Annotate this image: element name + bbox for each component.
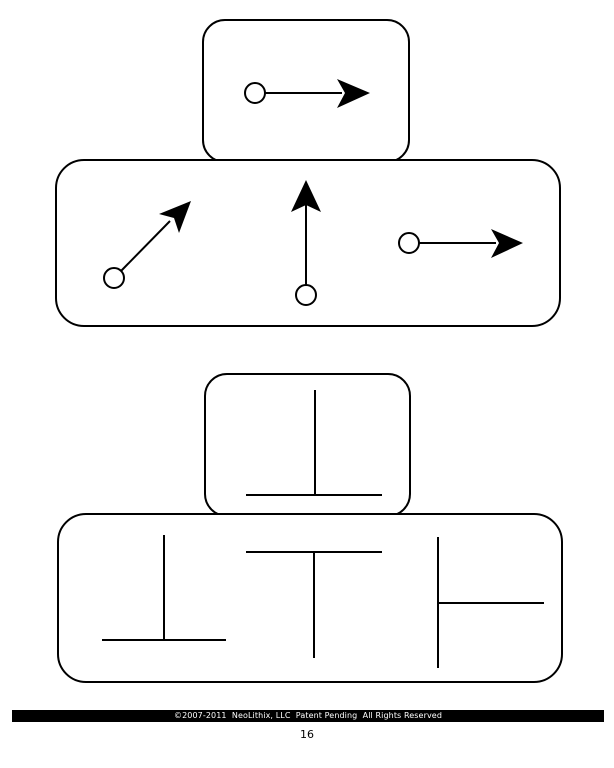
arrow-top-box [202,19,410,163]
tee-shape [437,537,544,668]
page-number: 16 [300,728,314,741]
arrow-icon [291,180,321,306]
tee-shape [246,551,382,658]
arrow-icon [244,79,370,108]
tee-shape [102,535,226,641]
tee-group [57,373,563,683]
copyright-text: ©2007-2011 NeoLithix, LLC Patent Pending… [173,711,443,720]
arrow-icon [103,201,191,289]
worksheet-figure [55,19,563,683]
arrow-group [55,19,561,327]
arrow-bottom-box [55,159,561,327]
circle-marker-icon [103,267,125,289]
tee-bottom-box [57,513,563,683]
arrow-icon [398,229,523,258]
tee-shape [246,390,382,496]
footer-bar: ©2007-2011 NeoLithix, LLC Patent Pending… [12,710,604,722]
